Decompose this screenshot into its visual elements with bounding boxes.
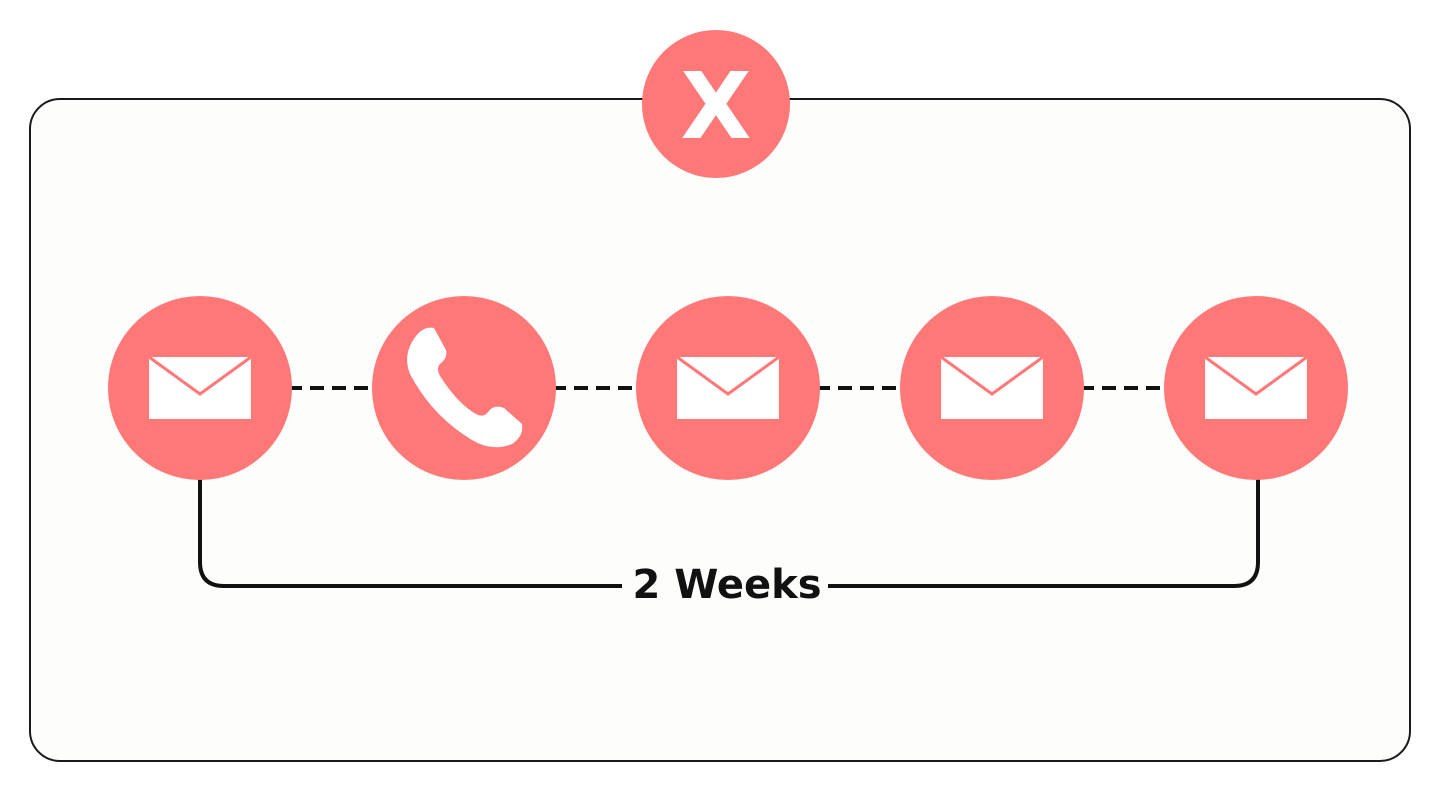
envelope-icon (1204, 355, 1308, 419)
duration-label: 2 Weeks (632, 562, 821, 608)
timeline-step-4 (900, 296, 1084, 480)
x-badge-circle (642, 30, 790, 178)
x-icon: X (681, 53, 752, 160)
timeline-step-2 (372, 296, 556, 480)
envelope-icon (148, 355, 252, 419)
x-badge: X (642, 30, 790, 178)
timeline-step-3 (636, 296, 820, 480)
duration-bracket (198, 470, 1260, 588)
phone-icon (407, 327, 523, 448)
envelope-icon (676, 355, 780, 419)
envelope-icon (940, 355, 1044, 419)
timeline-step-5 (1164, 296, 1348, 480)
timeline-step-1 (108, 296, 292, 480)
step-circle (372, 296, 556, 480)
